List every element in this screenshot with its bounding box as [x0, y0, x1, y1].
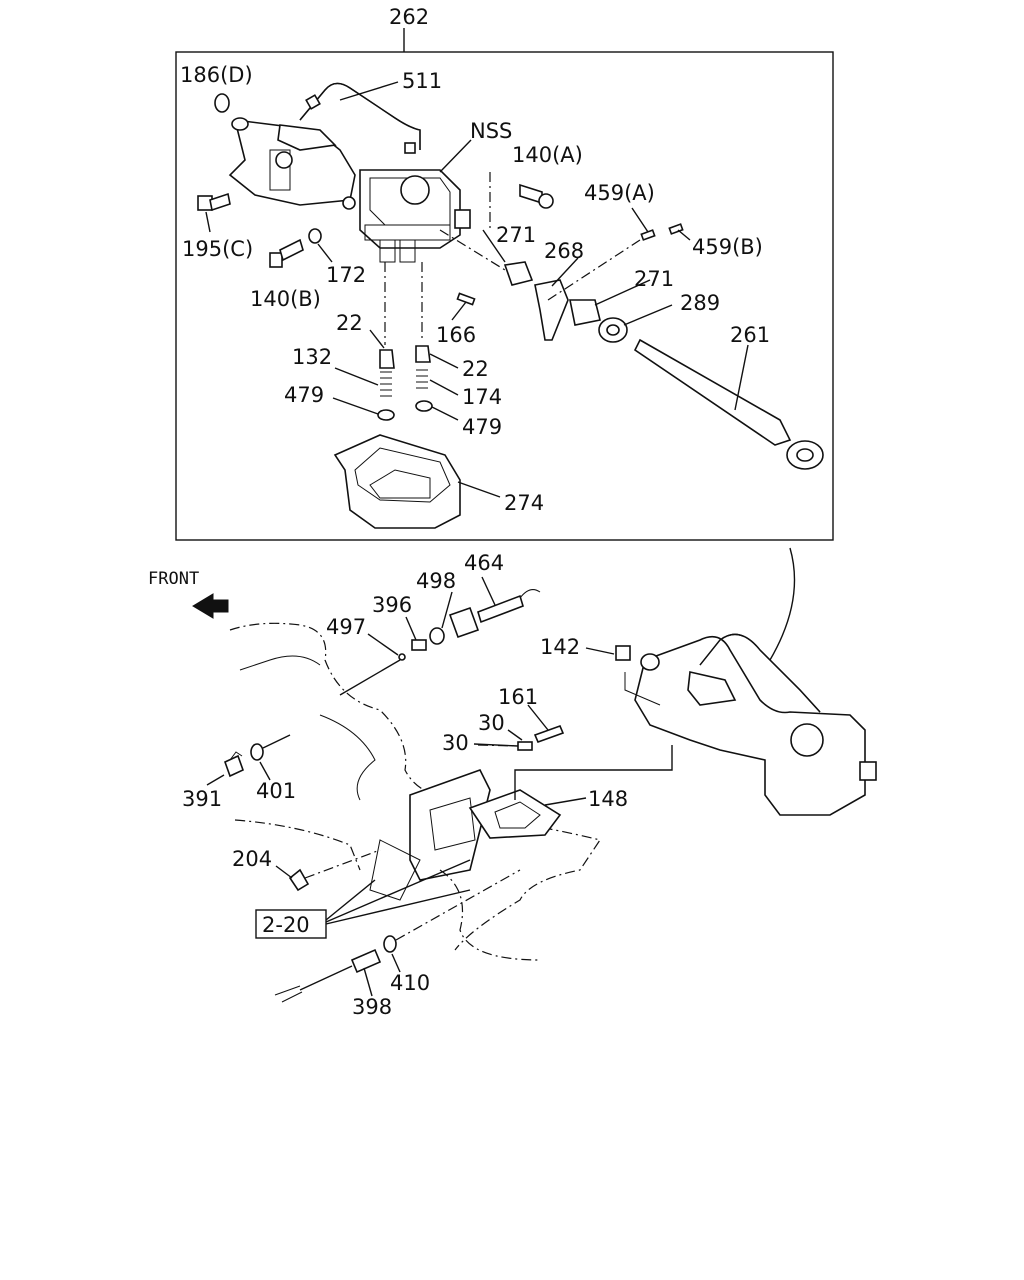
- gasket-148: [468, 789, 562, 839]
- label-262: 262: [389, 5, 429, 29]
- label-459b: 459(B): [692, 235, 763, 259]
- label-30-b: 30: [442, 731, 469, 755]
- leader-lines: [205, 81, 749, 997]
- pin-166: [456, 292, 476, 306]
- label-459a: 459(A): [584, 181, 655, 205]
- label-479-a: 479: [284, 383, 324, 407]
- cover-274: [333, 434, 461, 529]
- label-271-a: 271: [496, 223, 536, 247]
- pin-30: [517, 741, 533, 751]
- axis-line-upper: [439, 229, 506, 271]
- bolt-140b: [269, 238, 304, 268]
- washer-498: [429, 627, 445, 645]
- label-410: 410: [390, 971, 430, 995]
- label-289: 289: [680, 291, 720, 315]
- front-arrow-icon: [192, 593, 229, 619]
- label-front: FRONT: [148, 569, 199, 589]
- inset-box: [175, 28, 834, 541]
- label-195c: 195(C): [182, 237, 253, 261]
- label-186d: 186(D): [180, 63, 253, 87]
- label-22-b: 22: [462, 357, 489, 381]
- washer-172: [308, 228, 322, 244]
- label-268: 268: [544, 239, 584, 263]
- label-30-a: 30: [478, 711, 505, 735]
- label-401: 401: [256, 779, 296, 803]
- label-396: 396: [372, 593, 412, 617]
- bushing-271-a: [503, 261, 534, 286]
- oring-479-left: [377, 409, 395, 421]
- switch-398: [274, 948, 382, 1003]
- label-148: 148: [588, 787, 628, 811]
- bushing-271-b: [569, 299, 601, 326]
- label-204: 204: [232, 847, 272, 871]
- label-398: 398: [352, 995, 392, 1019]
- callout-labels: 262 186(D) 511 NSS 140(A) 459(A) 195(C) …: [148, 5, 770, 1019]
- bolt-142-icon: [615, 645, 631, 661]
- label-nss: NSS: [470, 119, 512, 143]
- bolt-204: [288, 849, 381, 892]
- tube-511: [299, 82, 421, 154]
- shift-housing-assembled: [615, 633, 877, 816]
- label-166: 166: [436, 323, 476, 347]
- washer-410: [383, 935, 397, 953]
- label-140a: 140(A): [512, 143, 583, 167]
- oring-479-right: [415, 400, 433, 412]
- shift-housing-upper: [228, 117, 356, 210]
- pin-396: [411, 639, 427, 651]
- label-274: 274: [504, 491, 544, 515]
- label-479-b: 479: [462, 415, 502, 439]
- label-271-b: 271: [634, 267, 674, 291]
- ball-22-left: [379, 349, 395, 369]
- label-498: 498: [416, 569, 456, 593]
- pin-161: [533, 724, 565, 744]
- axis-line-497: [339, 659, 401, 696]
- bolt-391: [224, 751, 244, 778]
- ball-497: [398, 653, 406, 661]
- transmission-outline: [229, 622, 601, 961]
- label-511: 511: [402, 69, 442, 93]
- bolt-195c: [197, 192, 231, 212]
- switch-464: [448, 589, 541, 639]
- label-140b: 140(B): [250, 287, 321, 311]
- label-391: 391: [182, 787, 222, 811]
- axis-line-410: [395, 869, 521, 941]
- shaft-261: [633, 338, 824, 470]
- bolt-140a: [519, 183, 554, 209]
- leader-142: [624, 672, 661, 706]
- washer-401: [250, 743, 264, 761]
- ref-box-2-20: [255, 859, 471, 939]
- label-261: 261: [730, 323, 770, 347]
- plug-186d: [214, 93, 230, 113]
- bearing-289: [598, 317, 628, 343]
- label-132: 132: [292, 345, 332, 369]
- label-161: 161: [498, 685, 538, 709]
- label-497: 497: [326, 615, 366, 639]
- spring-174: [416, 369, 428, 389]
- pin-459b: [668, 223, 684, 235]
- label-ref-2-20: 2-20: [262, 913, 310, 937]
- label-142: 142: [540, 635, 580, 659]
- label-174: 174: [462, 385, 502, 409]
- axis-line-401: [262, 734, 291, 749]
- axis-line-459: [547, 239, 641, 301]
- pin-459a: [640, 229, 656, 241]
- ball-22-right: [415, 345, 431, 363]
- lever-268: [534, 279, 569, 341]
- nss-block: [359, 169, 471, 263]
- label-22-a: 22: [336, 311, 363, 335]
- label-464: 464: [464, 551, 504, 575]
- callout-arrow: [769, 547, 796, 661]
- label-172: 172: [326, 263, 366, 287]
- spring-132: [380, 371, 392, 397]
- bracket-148-link: [514, 745, 673, 800]
